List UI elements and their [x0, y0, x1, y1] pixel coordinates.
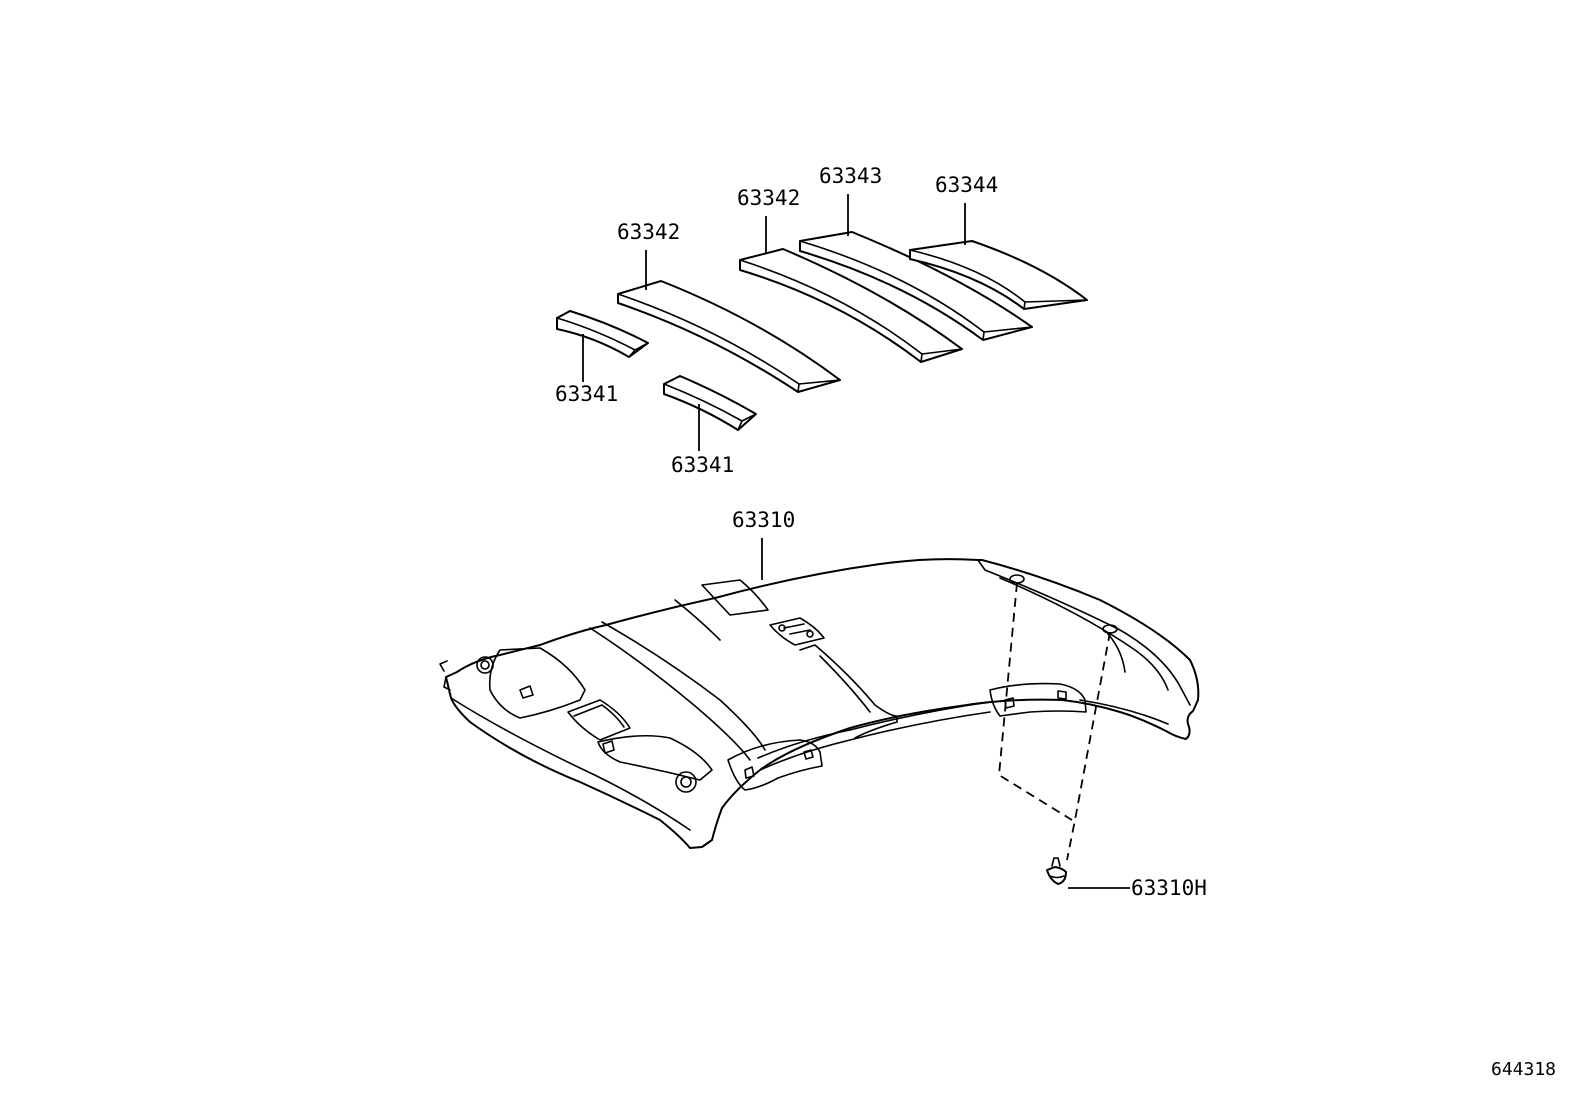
label-pad-63342-front: 63342 [617, 220, 680, 244]
label-pad-63341-left: 63341 [555, 382, 618, 406]
headliner-63310[interactable] [439, 558, 1200, 849]
label-pad-63342-middle: 63342 [737, 186, 800, 210]
leader-lines [582, 194, 1130, 889]
label-headliner-63310: 63310 [732, 508, 795, 532]
label-pad-63343: 63343 [819, 164, 882, 188]
pad-63344[interactable] [909, 240, 1088, 310]
clip-63310h[interactable] [1046, 857, 1067, 885]
pad-63341-lower[interactable] [663, 375, 757, 431]
pad-63342-middle[interactable] [739, 248, 963, 363]
pad-63342-front[interactable] [617, 280, 841, 393]
pad-63341-left[interactable] [556, 310, 649, 358]
figure-number: 644318 [1491, 1059, 1556, 1080]
label-clip-63310h: 63310H [1131, 876, 1207, 900]
installation-guide-lines [998, 574, 1118, 861]
label-pad-63341-lower: 63341 [671, 453, 734, 477]
label-pad-63344: 63344 [935, 173, 998, 197]
